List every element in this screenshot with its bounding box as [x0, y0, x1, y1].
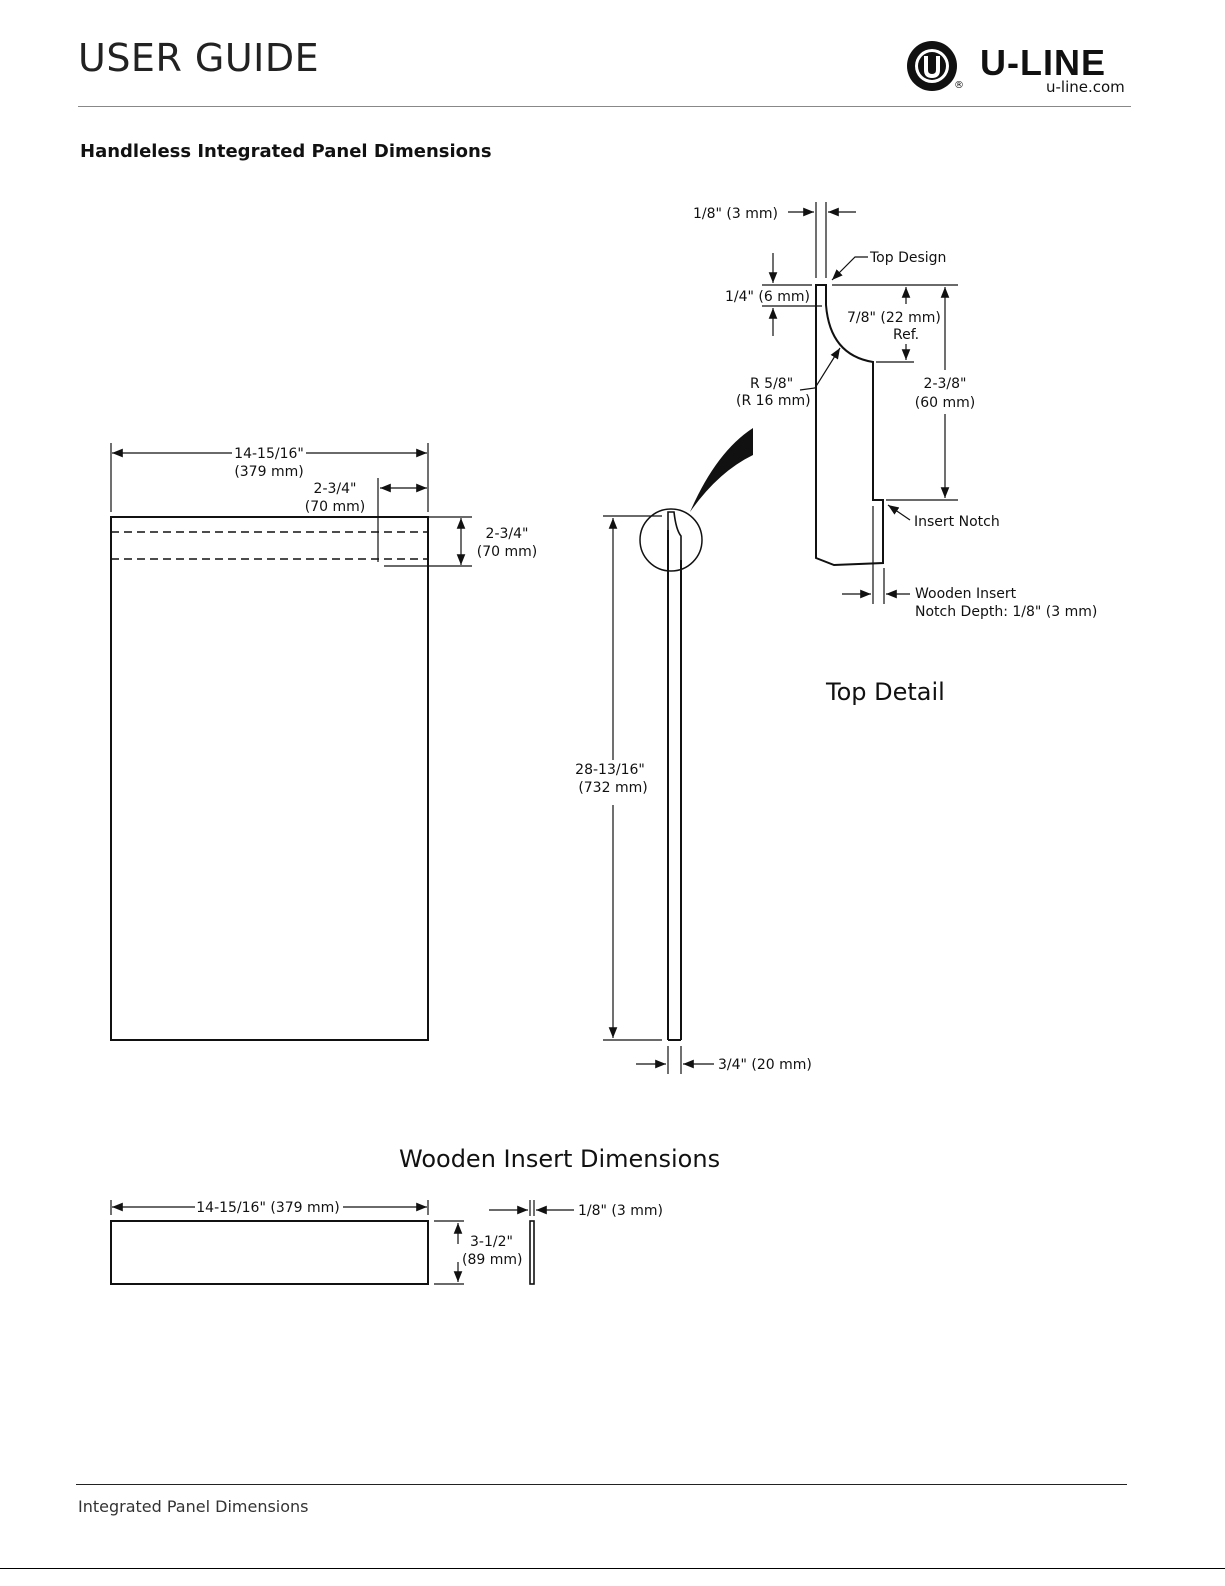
notch-depth-label-1: Wooden Insert: [915, 586, 1017, 602]
radius-mm-label: (R 16 mm): [736, 393, 811, 409]
side-thickness-label: 3/4" (20 mm): [718, 1057, 812, 1073]
lip-width-label: 1/8" (3 mm): [693, 206, 778, 222]
wooden-insert-outline: [110, 1220, 429, 1285]
detail-pointer: [690, 428, 753, 512]
curve-ref-label: Ref.: [893, 327, 919, 343]
front-offset-label: 2-3/4": [314, 481, 357, 497]
insert-height-mm-label: (89 mm): [462, 1252, 522, 1268]
footer-text: Integrated Panel Dimensions: [78, 1497, 309, 1516]
top-detail-title: Top Detail: [825, 678, 945, 706]
wooden-insert-title: Wooden Insert Dimensions: [399, 1145, 720, 1173]
notch-depth-label-2: Notch Depth: 1/8" (3 mm): [915, 604, 1097, 620]
front-panel-outline: [110, 516, 429, 1041]
curve-height-label: 7/8" (22 mm): [847, 310, 941, 326]
brand-wordmark: U-LINE: [980, 42, 1106, 83]
side-height-mm-label: (732 mm): [578, 780, 647, 796]
front-band-label: 2-3/4": [486, 526, 529, 542]
page-header-title: USER GUIDE: [78, 36, 320, 80]
header-divider: [78, 106, 1131, 107]
bottom-edge: [0, 1568, 1225, 1586]
front-offset-mm-label: (70 mm): [305, 499, 365, 515]
registered-mark: ®: [954, 80, 964, 91]
u-line-logo-icon: [907, 41, 957, 91]
side-top-profile: [667, 511, 682, 560]
lip-height-label: 1/4" (6 mm): [725, 289, 810, 305]
detail-circle: [639, 508, 703, 572]
notch-height-label: 2-3/8": [924, 376, 967, 392]
notch-height-mm-label: (60 mm): [915, 395, 975, 411]
insert-height-label: 3-1/2": [470, 1234, 513, 1250]
top-design-label: Top Design: [869, 250, 946, 266]
wooden-insert-edge: [529, 1220, 535, 1285]
front-width-label: 14-15/16": [234, 446, 304, 462]
front-band-mm-label: (70 mm): [477, 544, 537, 560]
top-detail-profile: [815, 284, 884, 567]
section-title: Handleless Integrated Panel Dimensions: [80, 141, 492, 162]
panel-dimension-drawing: 14-15/16" (379 mm) 2-3/4" (70 mm) 2-3/4"…: [110, 202, 1097, 1285]
radius-label: R 5/8": [750, 376, 793, 392]
insert-length-label: 14-15/16" (379 mm): [196, 1200, 339, 1216]
side-height-label: 28-13/16": [575, 762, 645, 778]
insert-notch-label: Insert Notch: [914, 514, 1000, 530]
front-width-mm-label: (379 mm): [234, 464, 303, 480]
insert-thickness-label: 1/8" (3 mm): [578, 1203, 663, 1219]
footer-divider: [76, 1484, 1127, 1485]
brand-url: u-line.com: [1046, 78, 1125, 96]
